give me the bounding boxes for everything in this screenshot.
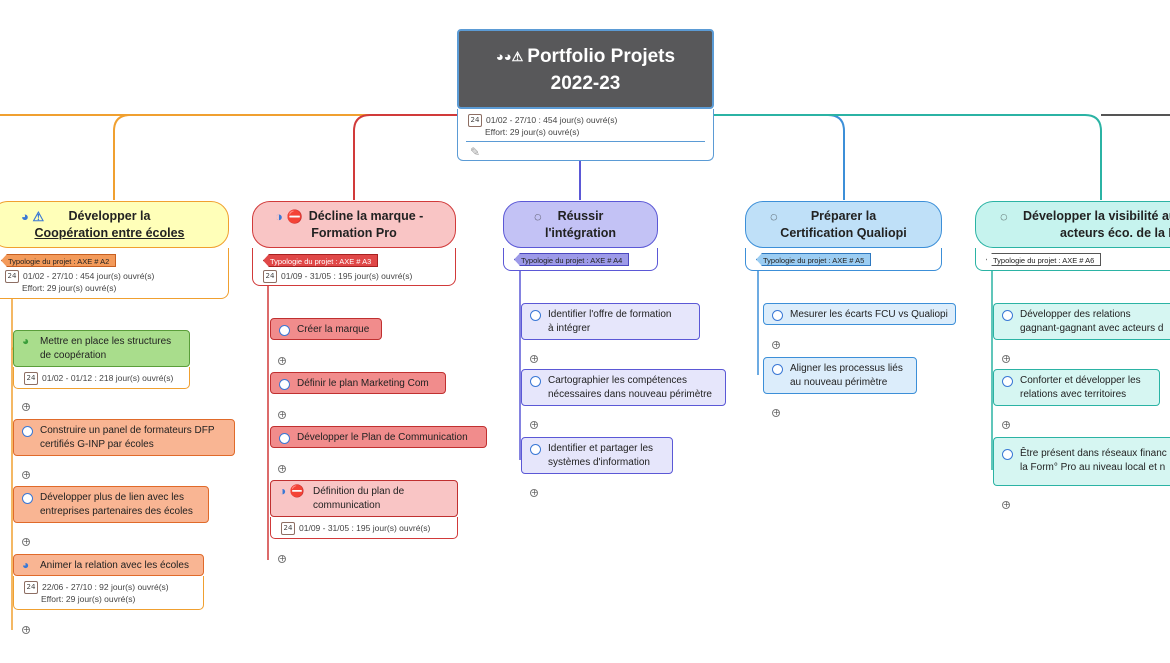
task-animer-relation[interactable]: ◕ Animer la relation avec les écoles	[13, 554, 204, 576]
task-status-icon	[1002, 449, 1013, 460]
typology-tag: Typologie du projet : AXE # A3	[263, 254, 379, 267]
task-status-icon	[1002, 376, 1013, 387]
task-reseaux-financeurs[interactable]: Être présent dans réseaux financ la Form…	[993, 437, 1170, 486]
task-relations-gagnant[interactable]: Développer des relations gagnant-gagnant…	[993, 303, 1170, 340]
expand-icon[interactable]: +	[530, 488, 538, 497]
root-effort: Effort: 29 jour(s) ouvré(s)	[485, 127, 580, 137]
expand-icon[interactable]: +	[530, 354, 538, 363]
task-aligner-processus[interactable]: Aligner les processus liés au nouveau pé…	[763, 357, 917, 394]
progress-icon: ◕	[22, 558, 30, 572]
expand-icon[interactable]: +	[22, 470, 30, 479]
task-status-icon	[279, 433, 290, 444]
calendar-icon: 24	[24, 372, 38, 385]
task-territoires[interactable]: Conforter et développer les relations av…	[993, 369, 1160, 406]
branch-status-icons: ◑ ⛔	[275, 209, 303, 224]
branch-qualiopi-details: Typologie du projet : AXE # A5	[745, 248, 942, 271]
expand-icon[interactable]: +	[278, 356, 286, 365]
branch-title-line2: Coopération entre écoles	[34, 226, 185, 240]
task-mesurer-ecarts[interactable]: Mesurer les écarts FCU vs Qualiopi	[763, 303, 956, 325]
branch-title-line1: Développer la	[68, 209, 151, 223]
speech-bubble-icon: ◌	[1000, 209, 1008, 224]
expand-icon[interactable]: +	[278, 464, 286, 473]
calendar-icon: 24	[24, 581, 38, 594]
task-status-icon	[22, 493, 33, 504]
attachment-icon[interactable]: ✎	[470, 145, 481, 159]
branch-integration[interactable]: ◌ Réussir l'intégration	[503, 201, 658, 248]
task-status-icon	[772, 310, 783, 321]
task-status-icon	[772, 364, 783, 375]
expand-icon[interactable]: +	[22, 402, 30, 411]
branch-effort: Effort: 29 jour(s) ouvré(s)	[22, 283, 117, 293]
task-definition-plan[interactable]: ◑ ⛔ Définition du plan de communication	[270, 480, 458, 517]
root-title-line2: 2022-23	[550, 73, 621, 95]
expand-icon[interactable]: +	[1002, 354, 1010, 363]
root-status-icons: ◕◕⚠	[495, 49, 524, 65]
task-status-icon	[1002, 310, 1013, 321]
task-entreprises[interactable]: Développer plus de lien avec les entrepr…	[13, 486, 209, 523]
typology-tag: Typologie du projet : AXE # A6	[986, 253, 1102, 266]
calendar-icon: 24	[468, 114, 482, 127]
expand-icon[interactable]: +	[1002, 420, 1010, 429]
link-root-b5	[714, 114, 1102, 200]
typology-tag: Typologie du projet : AXE # A2	[1, 254, 117, 267]
branch-title-line1: Décline la marque -	[308, 209, 424, 223]
task-cartographier[interactable]: Cartographier les compétences nécessaire…	[521, 369, 726, 406]
typology-tag: Typologie du projet : AXE # A5	[756, 253, 872, 266]
expand-icon[interactable]: +	[278, 410, 286, 419]
branch-status-icons: ◕ ⚠	[21, 209, 45, 224]
root-title-line1: Portfolio Projets	[527, 46, 676, 67]
task-creer-marque[interactable]: Créer la marque	[270, 318, 382, 340]
branch-integration-details: Typologie du projet : AXE # A4	[503, 248, 658, 271]
expand-icon[interactable]: +	[772, 408, 780, 417]
check-progress-icon: ◕	[22, 334, 30, 348]
calendar-icon: 24	[263, 270, 277, 283]
task-status-icon	[530, 376, 541, 387]
task-status-icon	[279, 379, 290, 390]
expand-icon[interactable]: +	[772, 340, 780, 349]
root-dates: 01/02 - 27/10 : 454 jour(s) ouvré(s)	[486, 114, 618, 125]
link-root-b4	[714, 114, 845, 200]
speech-bubble-icon: ◌	[534, 209, 542, 224]
task-status-icons: ◑ ⛔	[279, 484, 305, 498]
task-plan-marketing[interactable]: Définir le plan Marketing Com	[270, 372, 446, 394]
expand-icon[interactable]: +	[1002, 500, 1010, 509]
branch-marque-details: Typologie du projet : AXE # A3 24 01/09 -…	[252, 248, 456, 286]
task-plan-communication[interactable]: Développer le Plan de Communication	[270, 426, 487, 448]
task-panel-formateurs[interactable]: Construire un panel de formateurs DFP ce…	[13, 419, 235, 456]
branch-title-line2: Formation Pro	[311, 226, 397, 240]
branch-cooperation-details: Typologie du projet : AXE # A2 24 01/02 -…	[0, 248, 229, 299]
expand-icon[interactable]: +	[22, 625, 30, 634]
calendar-icon: 24	[5, 270, 19, 283]
expand-icon[interactable]: +	[278, 554, 286, 563]
task-status-icon	[22, 426, 33, 437]
root-node[interactable]: ◕◕⚠Portfolio Projets 2022-23	[457, 29, 714, 109]
task-status-icon	[530, 444, 541, 455]
expand-icon[interactable]: +	[530, 420, 538, 429]
task-offre-formation[interactable]: Identifier l'offre de formation à intégr…	[521, 303, 700, 340]
typology-tag: Typologie du projet : AXE # A4	[514, 253, 630, 266]
link-root-b2	[353, 114, 457, 200]
task-status-icon	[530, 310, 541, 321]
branch-dates: 01/02 - 27/10 : 454 jour(s) ouvré(s)	[23, 270, 155, 281]
branch-dates: 01/09 - 31/05 : 195 jour(s) ouvré(s)	[281, 270, 413, 281]
branch-visibilite[interactable]: ◌ Développer la visibilité au acteurs éc…	[975, 201, 1170, 248]
branch-marque[interactable]: ◑ ⛔ Décline la marque - Formation Pro	[252, 201, 456, 248]
root-details: 24 01/02 - 27/10 : 454 jour(s) ouvré(s) E…	[457, 109, 714, 161]
branch-cooperation[interactable]: ◕ ⚠ Développer la Coopération entre écol…	[0, 201, 229, 248]
speech-bubble-icon: ◌	[770, 209, 778, 224]
branch-qualiopi[interactable]: ◌ Préparer la Certification Qualiopi	[745, 201, 942, 248]
branch-visibilite-details: Typologie du projet : AXE # A6	[975, 248, 1170, 271]
link-root-b1	[113, 114, 457, 200]
task-systemes-information[interactable]: Identifier et partager les systèmes d'in…	[521, 437, 673, 474]
task-structures[interactable]: ◕ Mettre en place les structures de coop…	[13, 330, 190, 367]
task-status-icon	[279, 325, 290, 336]
expand-icon[interactable]: +	[22, 537, 30, 546]
calendar-icon: 24	[281, 522, 295, 535]
